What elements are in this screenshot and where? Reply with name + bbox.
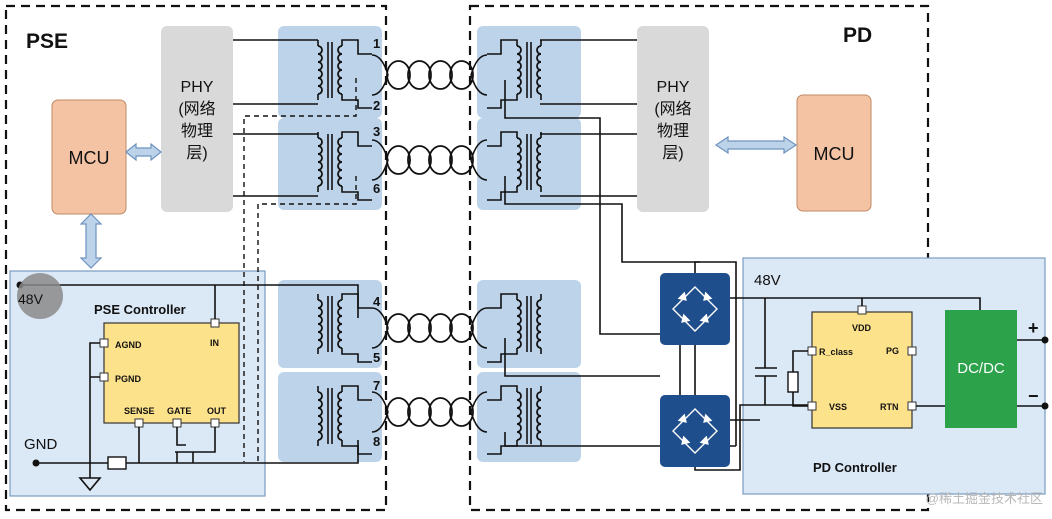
pd-phy-mcu-arrow (714, 135, 798, 155)
pse-48v-label: 48V (18, 291, 44, 307)
pse-48v-wire (20, 284, 359, 319)
pse-mcu-block (51, 99, 127, 215)
pd-transformer-coil-4 (487, 385, 542, 455)
pd-phy-wires (540, 39, 637, 197)
pd-mcu-label: MCU (814, 144, 855, 164)
pse-transformer-7-8 (278, 372, 382, 462)
pse-mcu-phy-arrow (125, 142, 162, 162)
pd-mcu-block (796, 94, 872, 212)
pse-controller-title: PSE Controller (94, 302, 186, 317)
pse-controller-pin-pads (99, 318, 220, 428)
pd-transformer-7-8 (477, 372, 581, 462)
pse-pin-in: IN (210, 338, 219, 348)
pd-transformer-1-2 (477, 26, 581, 118)
watermark: @稀土掘金技术社区 (926, 491, 1043, 506)
pse-phy-wires (233, 39, 318, 197)
diode-bridge-symbol-1 (672, 286, 718, 332)
twisted-pair-cables (371, 54, 488, 433)
pse-pin-sense: SENSE (124, 406, 155, 416)
dcdc-minus-node (1041, 402, 1049, 410)
pse-label: PSE (26, 30, 68, 53)
pd-transformer-coil-3 (487, 293, 542, 363)
pd-phy-line-1: PHY (657, 79, 690, 96)
pse-gate-wire (175, 427, 216, 463)
pse-phy-line-4: 层) (186, 145, 207, 162)
dcdc-label: DC/DC (957, 360, 1005, 377)
pair-number-1: 1 (373, 36, 380, 51)
twisted-pair-4 (371, 391, 488, 433)
pd-phy-line-4: 层) (662, 145, 683, 162)
pse-phy-line-2: (网络 (178, 99, 215, 118)
twisted-pair-1 (371, 54, 488, 96)
pd-controller-title: PD Controller (813, 460, 897, 475)
pse-gnd-node (32, 459, 40, 467)
pse-mcu-controller-arrow (79, 213, 103, 269)
pd-phy-line-3: 物理 (657, 122, 689, 140)
pse-transformer-1-2 (278, 26, 382, 118)
pair-number-7: 7 (373, 378, 380, 393)
pair-number-8: 8 (373, 434, 380, 449)
pd-rclass-wire (792, 350, 808, 407)
pair-number-5: 5 (373, 350, 380, 365)
pse-mcu-label: MCU (69, 148, 110, 168)
pse-transformer-coil-1 (317, 39, 372, 109)
pd-phy-block (637, 26, 709, 212)
pd-label: PD (843, 24, 872, 47)
pse-pin-out: OUT (207, 406, 227, 416)
pd-phy-line-2: (网络 (654, 99, 691, 118)
pd-48v-label: 48V (754, 272, 781, 289)
pd-transformer-4-5 (477, 280, 581, 368)
pd-input-capacitor (755, 298, 777, 405)
pse-gnd-label: GND (24, 436, 58, 453)
pse-dashed-return (243, 78, 357, 462)
dcdc-block (945, 310, 1017, 428)
r-class-resistor (787, 371, 799, 393)
pse-48v-badge (17, 273, 63, 319)
dcdc-minus-label: − (1028, 386, 1039, 406)
diode-bridge-top (660, 273, 730, 345)
pd-centertap-wires (504, 80, 737, 447)
pair-number-2: 2 (373, 98, 380, 113)
pse-phy-block (161, 26, 233, 212)
twisted-pair-3 (371, 307, 488, 349)
pd-pin-r-class: R_class (819, 347, 853, 357)
pd-transformer-coil-1 (487, 39, 542, 109)
dcdc-plus-label: + (1028, 318, 1039, 338)
pd-negative-rail (694, 345, 812, 471)
pd-pin-vss: VSS (829, 402, 847, 412)
pse-pin-pgnd: PGND (115, 374, 142, 384)
pse-transformer-coil-2 (317, 131, 372, 201)
pse-gnd-wire (36, 440, 359, 464)
twisted-pair-2 (371, 139, 488, 181)
pse-agnd-wire (89, 342, 100, 465)
diode-bridge-symbols (672, 286, 718, 454)
pse-phy-line-1: PHY (181, 79, 214, 96)
diode-bridge-bottom (660, 395, 730, 467)
pse-region (4, 4, 388, 512)
pd-pin-rtn: RTN (880, 402, 899, 412)
pse-pin-gate: GATE (167, 406, 191, 416)
pair-number-3: 3 (373, 124, 380, 139)
pd-transformer-3-6 (477, 118, 581, 210)
dcdc-plus-node (1041, 336, 1049, 344)
pse-pin-agnd: AGND (115, 340, 142, 350)
transformer-coils (317, 39, 542, 455)
pair-number-6: 6 (373, 181, 380, 196)
pd-pin-pg: PG (886, 346, 899, 356)
sense-resistor (107, 456, 127, 470)
pair-number-4: 4 (373, 294, 381, 309)
pse-transformer-4-5 (278, 280, 382, 368)
diode-bridge-symbol-2 (672, 408, 718, 454)
pd-transformer-coil-2 (487, 131, 542, 201)
pse-phy-line-3: 物理 (181, 122, 213, 140)
pd-pin-vdd: VDD (852, 323, 872, 333)
